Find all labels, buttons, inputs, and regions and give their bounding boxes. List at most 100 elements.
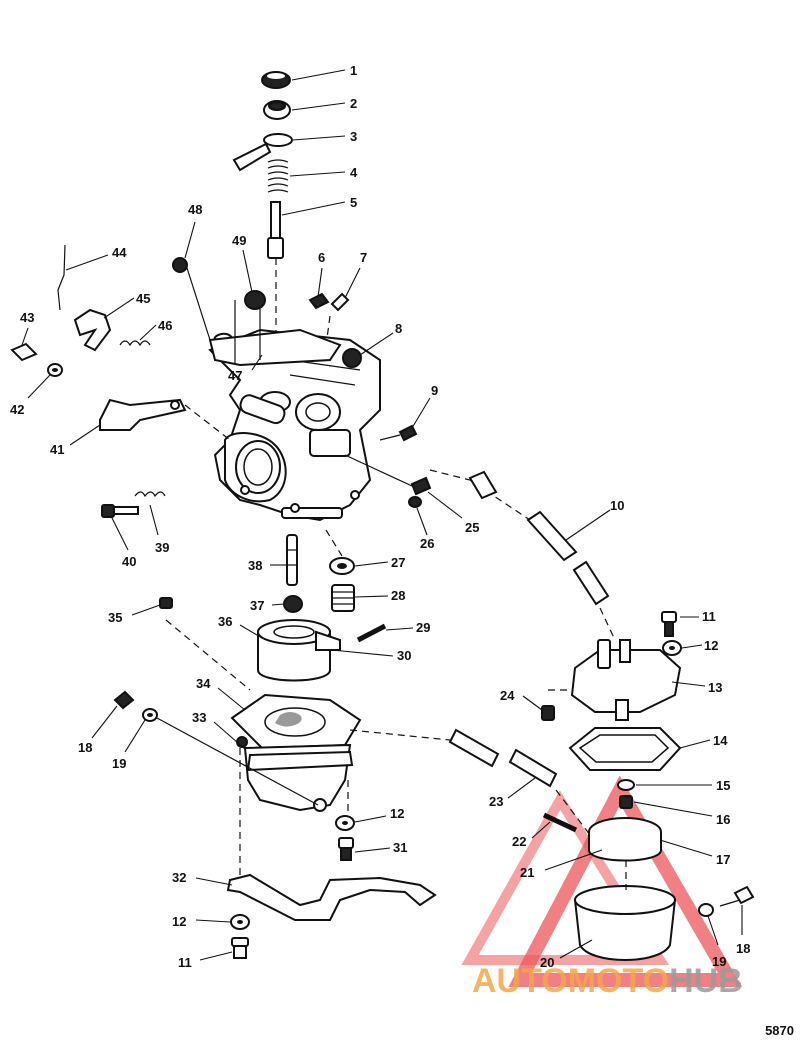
part-29-pin [356,623,387,643]
callout-43: 43 [20,310,34,346]
callout-20: 20 [540,939,593,970]
part-30-float [257,619,341,682]
svg-text:39: 39 [155,540,169,555]
svg-text:11: 11 [702,609,716,624]
part-42-washer [47,363,63,377]
part-43-screw [10,342,38,362]
svg-text:19: 19 [712,954,726,969]
svg-text:42: 42 [10,402,24,417]
callout-34: 34 [196,676,246,711]
callout-14: 14 [679,733,728,749]
callout-19-right: 19 [707,915,726,969]
svg-text:11: 11 [178,955,192,970]
part-34-gasket [230,693,362,750]
part-37-seat [283,595,303,613]
callout-3: 3 [292,129,357,144]
svg-text:7: 7 [360,250,367,265]
callout-12-right: 12 [681,638,718,653]
callout-6: 6 [317,250,325,298]
watermark-text-part2: HUB [669,962,743,1000]
callout-39: 39 [149,504,169,555]
part-35-screw [159,597,251,691]
callout-25: 25 [427,491,479,535]
svg-text:29: 29 [416,620,430,635]
part-19-washer-right [698,903,714,917]
svg-text:26: 26 [420,536,434,551]
callout-35: 35 [108,604,161,625]
svg-text:25: 25 [465,520,479,535]
part-41-lever [99,398,231,441]
svg-text:46: 46 [158,318,172,333]
svg-text:9: 9 [431,383,438,398]
part-24-screw [541,689,572,721]
part-17-diaphragm [588,817,662,862]
svg-text:3: 3 [350,129,357,144]
part-20-pump-base [573,860,677,961]
callout-16: 16 [633,801,730,827]
part-39-spring [134,491,166,498]
part-3-lever [232,133,293,172]
svg-text:27: 27 [391,555,405,570]
callout-28: 28 [354,588,405,603]
callout-23: 23 [489,777,536,809]
part-40-screw [101,504,139,518]
callout-10: 10 [565,498,624,541]
part-22-pin [542,812,578,833]
svg-text:1: 1 [350,63,357,78]
callout-13: 13 [671,680,722,695]
callout-18-right: 18 [736,905,750,956]
callout-12-bowl: 12 [354,806,404,823]
svg-text:30: 30 [397,648,411,663]
part-47-bracket [208,300,342,367]
callout-45: 45 [103,291,150,319]
svg-text:24: 24 [500,688,515,703]
svg-text:4: 4 [350,165,358,180]
part-38-needle [286,534,298,586]
callout-7: 7 [344,250,367,299]
callout-49: 49 [232,233,253,293]
callout-5: 5 [281,195,357,216]
svg-text:45: 45 [136,291,150,306]
part-48-screw [172,257,211,341]
callout-2: 2 [291,96,357,111]
svg-text:18: 18 [736,941,750,956]
callout-47: 47 [228,354,263,383]
callout-44: 44 [65,245,127,271]
callout-19-left: 19 [112,719,146,771]
part-28-jet [331,584,355,612]
part-13-pump-cover [570,639,682,721]
part-15-oring [617,779,635,791]
svg-text:40: 40 [122,554,136,569]
svg-text:12: 12 [390,806,404,821]
svg-text:14: 14 [713,733,728,748]
part-44-rod [57,244,66,311]
svg-text:32: 32 [172,870,186,885]
part-25-fitting [344,454,432,496]
part-1-cap [261,71,291,89]
svg-text:41: 41 [50,442,64,457]
part-5-shaft [267,201,284,400]
callout-38: 38 [248,558,286,573]
svg-text:8: 8 [395,321,402,336]
callout-12-bottom: 12 [172,914,231,929]
callout-11-bottom: 11 [178,951,233,970]
part-4-spring [267,159,289,193]
svg-text:18: 18 [78,740,92,755]
part-16-valve [619,795,633,809]
part-11-screw-right [661,611,677,637]
callout-8: 8 [359,321,402,356]
callout-48: 48 [184,202,202,259]
callout-37: 37 [250,598,285,613]
callout-31: 31 [354,840,407,855]
part-12-washer-right [662,640,682,656]
part-12-washer-bottom [230,914,250,930]
svg-text:16: 16 [716,812,730,827]
svg-text:33: 33 [192,710,206,725]
part-6-screw [308,292,330,310]
svg-text:AUTOMOTOHUB: AUTOMOTOHUB [472,962,743,1000]
svg-text:48: 48 [188,202,202,217]
callout-18-left: 18 [78,705,118,755]
callout-29: 29 [385,620,430,635]
svg-text:49: 49 [232,233,246,248]
